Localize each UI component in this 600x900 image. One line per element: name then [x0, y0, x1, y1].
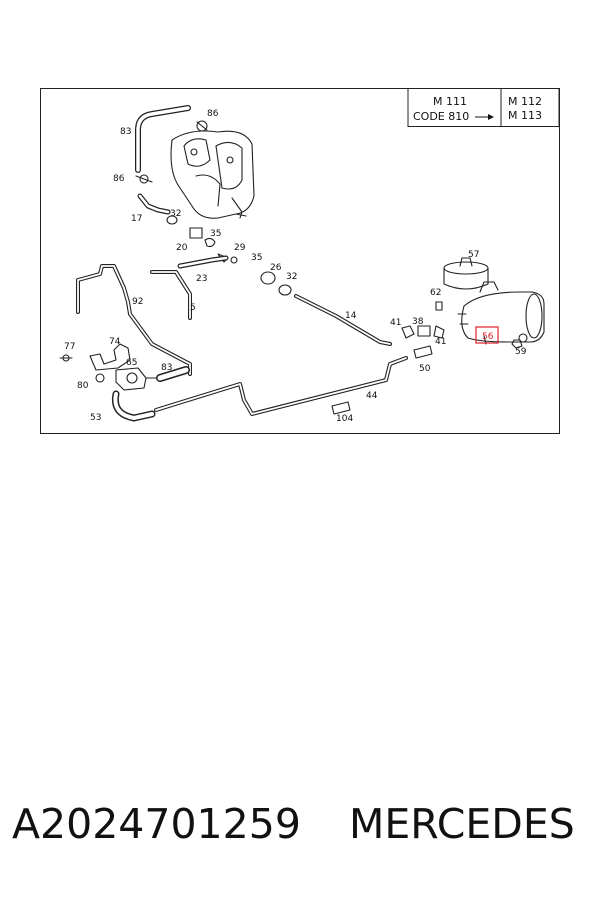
- label-59: 59: [515, 347, 527, 357]
- legend-right-line1: M 112: [508, 95, 542, 108]
- label-29: 29: [234, 243, 246, 253]
- label-20: 20: [176, 243, 188, 253]
- label-104: 104: [336, 414, 353, 424]
- label-77: 77: [64, 342, 75, 352]
- label-53: 53: [90, 413, 101, 423]
- legend-left-line1: M 111: [433, 95, 467, 108]
- legend-left-line2: CODE 810: [413, 110, 469, 123]
- label-23: 23: [196, 274, 207, 284]
- label-26: 26: [270, 263, 282, 273]
- label-80: 80: [77, 381, 89, 391]
- label-14: 14: [345, 311, 357, 321]
- label-32-mid: 32: [286, 272, 297, 282]
- label-32-top: 32: [170, 209, 181, 219]
- label-86-top: 86: [207, 109, 219, 119]
- label-92: 92: [132, 297, 143, 307]
- diagram-drawing: [59, 105, 545, 422]
- label-62: 62: [430, 288, 441, 298]
- diagram-border: [40, 88, 560, 434]
- label-41-left: 41: [390, 318, 401, 328]
- label-56: 56: [482, 332, 494, 342]
- legend-right-line2: M 113: [508, 109, 542, 122]
- highlight-box-56: [475, 326, 499, 344]
- label-5: 5: [190, 303, 196, 313]
- label-83-top: 83: [120, 127, 131, 137]
- callout-labels: 86 83 86 17 32 35 20 29 35 23 26 32 92 5…: [64, 109, 527, 424]
- label-17: 17: [131, 214, 142, 224]
- label-35-mid: 35: [251, 253, 262, 263]
- label-38: 38: [412, 317, 424, 327]
- brand-name: MERCEDES: [349, 800, 575, 848]
- label-50: 50: [419, 364, 431, 374]
- part-number: A2024701259: [12, 800, 301, 848]
- label-65: 65: [126, 358, 137, 368]
- label-83-bottom: 83: [161, 363, 172, 373]
- label-74: 74: [109, 337, 121, 347]
- caption: A2024701259 MERCEDES: [0, 800, 600, 860]
- label-41-right: 41: [435, 337, 446, 347]
- parts-diagram: M 111 CODE 810 M 112 M 113: [40, 88, 560, 434]
- label-57: 57: [468, 250, 479, 260]
- label-86-left: 86: [113, 174, 125, 184]
- model-legend: M 111 CODE 810 M 112 M 113: [407, 88, 560, 127]
- parts-diagram-frame: M 111 CODE 810 M 112 M 113: [40, 88, 560, 434]
- label-44: 44: [366, 391, 378, 401]
- label-35-top: 35: [210, 229, 221, 239]
